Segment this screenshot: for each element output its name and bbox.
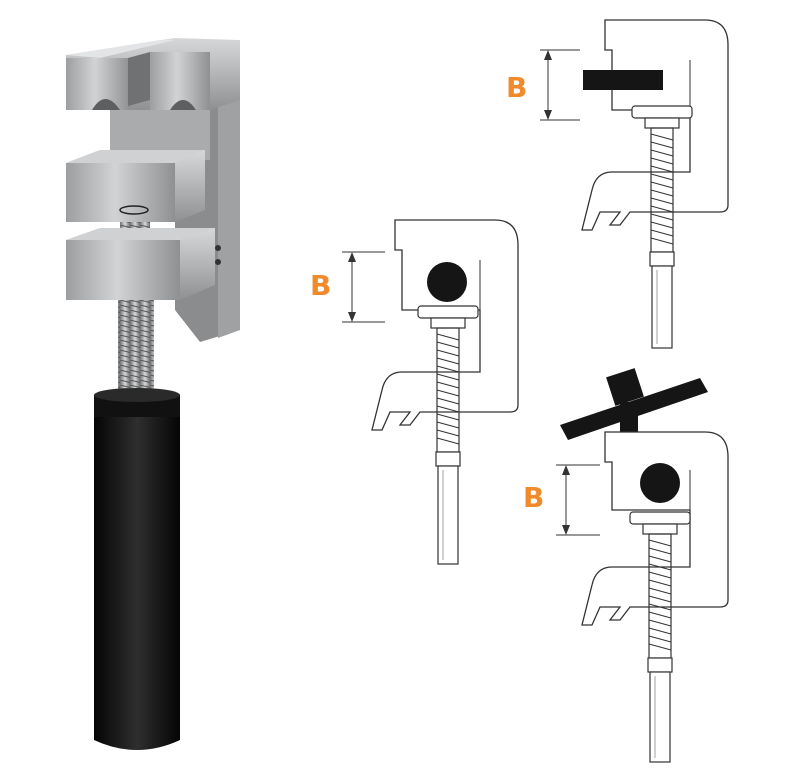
ground-clamp-photo	[66, 38, 240, 750]
round-bar-icon	[427, 262, 467, 302]
clamp-diagram-round-bar	[342, 219, 519, 565]
dimension-label-b-round-bar: B	[310, 269, 332, 302]
clamp-diagram-flat-bar	[540, 19, 729, 349]
flat-bar-icon	[583, 70, 663, 90]
dimension-label-b-flat-bar: B	[506, 71, 528, 104]
round-bar-icon	[640, 463, 680, 503]
clamp-diagram-round-bar-tbar	[556, 368, 729, 763]
dimension-label-b-round-bar-tbar: B	[523, 481, 545, 514]
